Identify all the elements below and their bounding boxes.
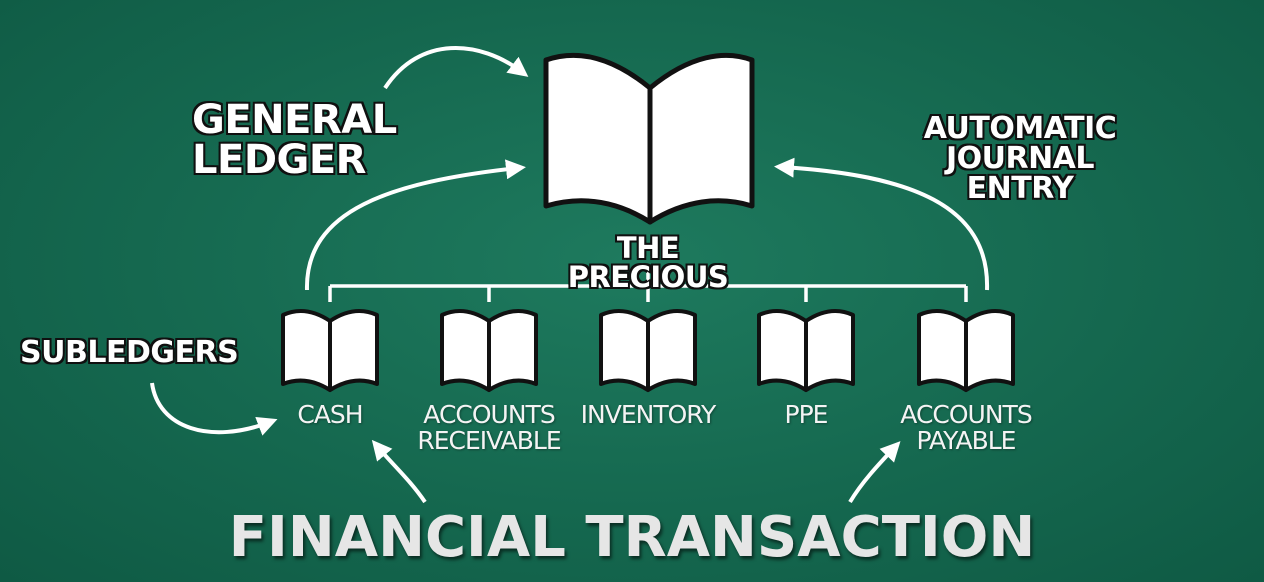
subledger-name: INVENTORY — [563, 402, 733, 428]
subledger-name-line1: CASH — [297, 400, 363, 429]
subledger-name-line2: PAYABLE — [916, 426, 1017, 455]
subledger-name: CASH — [245, 402, 415, 428]
main-book-icon — [543, 52, 755, 225]
subledger-name-line1: PPE — [784, 400, 829, 429]
arrow-cash-to-ledger — [304, 159, 526, 291]
subledger-book-icon — [281, 309, 379, 392]
subledger-name: PPE — [721, 402, 891, 428]
hierarchy-connector — [328, 268, 968, 302]
general-ledger-line2: LEDGER — [191, 137, 368, 183]
subledger-book-icon — [917, 309, 1015, 392]
arrow-transaction-to-cash — [371, 439, 427, 504]
automatic-journal-line3: ENTRY — [965, 171, 1075, 206]
subledger-book-icon — [757, 309, 855, 392]
general-ledger-line1: GENERAL — [191, 97, 399, 143]
arrow-transaction-to-payable — [848, 441, 901, 504]
subledger-name-line1: INVENTORY — [580, 400, 717, 429]
subledger-books — [281, 309, 1015, 392]
subledger-name-line1: ACCOUNTS — [900, 400, 1032, 429]
arrow-payable-to-ledger — [774, 157, 990, 291]
subledger-name-line2: RECEIVABLE — [417, 426, 561, 455]
subledger-name-line1: ACCOUNTS — [423, 400, 555, 429]
arrow-general-ledger — [383, 46, 529, 90]
subledgers-label: SUBLEDGERS — [18, 335, 240, 370]
automatic-journal-line1: AUTOMATIC — [922, 111, 1118, 146]
main-book-label: THE PRECIOUS — [566, 231, 730, 294]
arrow-subledgers — [150, 382, 278, 436]
automatic-journal-line2: JOURNAL — [944, 141, 1096, 176]
automatic-journal-entry-label: AUTOMATIC JOURNAL ENTRY — [922, 111, 1118, 206]
general-ledger-label: GENERAL LEDGER — [191, 97, 399, 183]
financial-transaction-label: FINANCIAL TRANSACTION — [228, 505, 1036, 570]
subledger-book-icon — [599, 309, 697, 392]
subledger-book-icon — [440, 309, 538, 392]
